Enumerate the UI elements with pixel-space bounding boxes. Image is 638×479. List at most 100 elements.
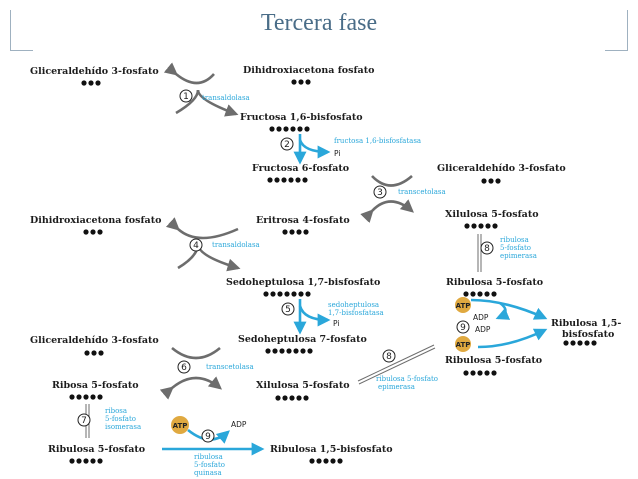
enzyme-8b-1: ribulosa 5-fosfato <box>376 375 438 383</box>
step-4-circle <box>189 238 203 252</box>
step-5-circle <box>281 302 295 316</box>
enzyme-8a-1: ribulosa <box>500 236 529 244</box>
adp-label-1: ADP <box>473 313 489 322</box>
label-ru5p-3: Ribulosa 5-fosfato <box>48 444 145 455</box>
enzyme-8a-2: 5-fosfato <box>500 244 531 252</box>
pi-2: Pi <box>333 319 339 328</box>
arrow-5 <box>293 299 331 335</box>
step-8a-circle <box>480 241 494 255</box>
dots-3-dhap-1 <box>291 79 311 85</box>
enzyme-9-2: 5-fosfato <box>194 461 225 469</box>
label-f6p: Fructosa 6-fosfato <box>252 163 349 174</box>
enzyme-8b-2: epimerasa <box>378 383 415 391</box>
step-7-number: 7 <box>81 416 87 426</box>
enzyme-7-2: 5-fosfato <box>105 415 136 423</box>
dots-5-x5p-2 <box>275 395 309 401</box>
dots-6-f6p <box>267 177 308 183</box>
label-s7p: Sedoheptulosa 7-fosfato <box>238 334 367 345</box>
atp-badge-3 <box>171 416 189 434</box>
label-rubp-2: Ribulosa 1,5-bisfosfato <box>270 444 393 455</box>
dots-3-g3p-3 <box>84 350 104 356</box>
dots-6-fbp <box>269 126 310 132</box>
label-x5p-1: Xilulosa 5-fosfato <box>445 209 539 220</box>
dots-3-g3p-1 <box>81 80 101 86</box>
equilibrium-arrow-8b <box>357 344 436 385</box>
cross-arrow-3 <box>360 175 414 224</box>
label-sbp: Sedoheptulosa 1,7-bisfosfato <box>226 277 380 288</box>
dots-7-s7p <box>265 348 313 354</box>
step-1-number: 1 <box>183 92 189 102</box>
dots-5-r5p <box>69 394 103 400</box>
title-rule-left <box>10 50 33 51</box>
title-rule-left-vertical <box>10 10 11 50</box>
dots-5-rubp-2 <box>309 458 343 464</box>
step-9b-circle <box>201 429 215 443</box>
label-g3p-3: Gliceraldehído 3-fosfato <box>30 335 159 346</box>
pi-1: Pi <box>334 149 340 158</box>
dots-7-sbp <box>263 291 311 297</box>
arrow-9a <box>470 298 548 349</box>
adp-label-2: ADP <box>475 325 491 334</box>
title-rule-right <box>605 50 628 51</box>
step-1-circle <box>179 89 193 103</box>
label-rubp-1: Ribulosa 1,5-bisfosfato <box>551 318 621 340</box>
step-6-circle <box>177 360 191 374</box>
label-ru5p-1: Ribulosa 5-fosfato <box>446 277 543 288</box>
enzyme-6: transcetolasa <box>206 363 254 371</box>
step-9b-number: 9 <box>205 432 211 442</box>
page-title: Tercera fase <box>260 10 378 36</box>
dots-3-dhap-2 <box>83 229 103 235</box>
step-5-number: 5 <box>285 305 291 315</box>
step-2-circle <box>280 137 294 151</box>
enzyme-8a-3: epimerasa <box>500 252 537 260</box>
label-fbp: Fructosa 1,6-bisfosfato <box>240 112 363 123</box>
dots-5-x5p-1 <box>464 223 498 229</box>
atp-badge-2 <box>455 336 471 352</box>
title-rule-right-vertical <box>627 10 628 50</box>
label-r5p: Ribosa 5-fosfato <box>52 380 139 391</box>
label-e4p: Eritrosa 4-fosfato <box>256 215 350 226</box>
enzyme-2: fructosa 1,6-bisfosfatasa <box>334 137 421 145</box>
dots-4-e4p <box>282 229 309 235</box>
enzyme-5-1: sedoheptulosa <box>328 301 379 309</box>
enzyme-9-1: ribulosa <box>194 453 223 461</box>
step-8a-number: 8 <box>484 244 490 254</box>
enzyme-1: transaldolasa <box>202 94 250 102</box>
enzyme-5-2: 1,7-bisfosfatasa <box>328 309 384 317</box>
atp-label-2: ATP <box>456 341 471 349</box>
label-g3p-1: Gliceraldehído 3-fosfato <box>30 66 159 77</box>
arrow-2 <box>293 134 331 165</box>
step-9a-number: 9 <box>460 323 466 333</box>
label-x5p-2: Xilulosa 5-fosfato <box>256 380 350 391</box>
atp-badge-1 <box>455 297 471 313</box>
dots-5-ru5p-3 <box>69 458 103 464</box>
dots-5-ru5p-2 <box>463 370 497 376</box>
step-4-number: 4 <box>193 241 199 251</box>
atp-label-1: ATP <box>456 302 471 310</box>
enzyme-4: transaldolasa <box>212 241 260 249</box>
enzyme-9-3: quinasa <box>194 469 222 477</box>
cross-arrow-1 <box>163 62 239 117</box>
label-ru5p-2: Ribulosa 5-fosfato <box>445 355 542 366</box>
step-3-circle <box>373 185 387 199</box>
label-dhap-2: Dihidroxiacetona fosfato <box>30 215 161 226</box>
step-8b-circle <box>382 349 396 363</box>
cross-arrow-6 <box>159 346 222 400</box>
step-8b-number: 8 <box>386 352 392 362</box>
step-9a-circle <box>456 320 470 334</box>
dots-3-g3p-2 <box>481 178 501 184</box>
label-dhap-1: Dihidroxiacetona fosfato <box>243 65 374 76</box>
enzyme-7-1: ribosa <box>105 407 127 415</box>
step-6-number: 6 <box>181 363 187 373</box>
adp-label-3: ADP <box>231 420 247 429</box>
equilibrium-arrow-8a <box>477 234 482 272</box>
dots-5-rubp-1 <box>563 340 597 346</box>
step-7-circle <box>77 413 91 427</box>
enzyme-3: transcetolasa <box>398 188 446 196</box>
step-2-number: 2 <box>284 140 290 150</box>
step-3-number: 3 <box>377 188 383 198</box>
atp-label-3: ATP <box>173 422 188 430</box>
enzyme-7-3: isomerasa <box>105 423 141 431</box>
label-g3p-2: Gliceraldehído 3-fosfato <box>437 163 566 174</box>
